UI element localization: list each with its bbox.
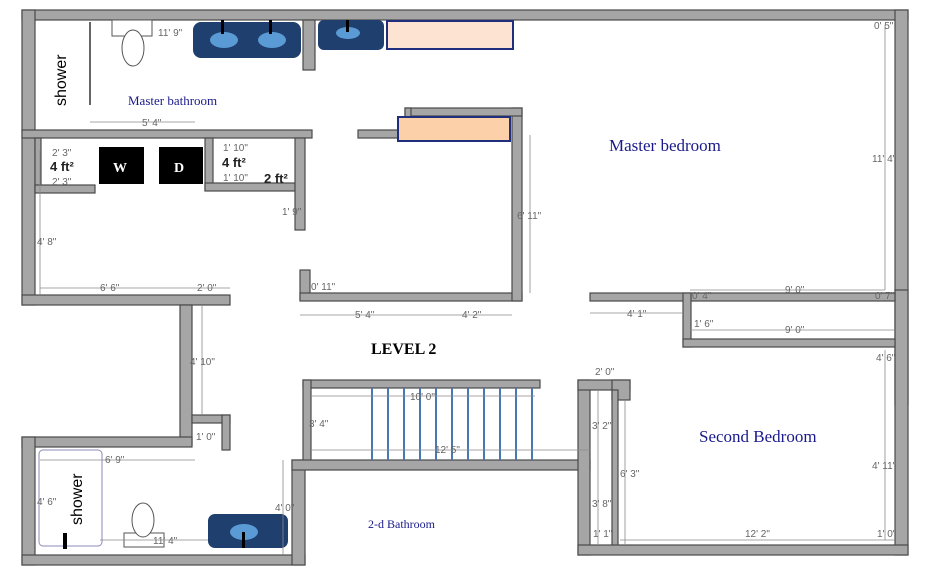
- dim-label: 1' 0": [196, 432, 216, 443]
- dim-label: 4' 8": [37, 237, 57, 248]
- dim-label: 1' 6": [694, 319, 714, 330]
- dim-label: 0' 5": [874, 21, 894, 32]
- dim-label: 1' 9": [282, 207, 302, 218]
- dim-label: 5' 4": [142, 118, 162, 129]
- dim-label: 3' 2": [592, 421, 612, 432]
- dim-label: 4' 10": [190, 357, 215, 368]
- dim-label: 2' 3": [52, 148, 72, 159]
- dim-label: 3' 4": [309, 419, 329, 430]
- sink-basin-icon: [210, 32, 238, 48]
- dim-label: 11' 9": [158, 28, 183, 39]
- dim-label: 2' 0": [197, 283, 217, 294]
- walls: [21, 9, 909, 566]
- counter: [397, 116, 511, 142]
- dim-label: 4' 2": [462, 310, 482, 321]
- dim-label: 1' 10": [223, 173, 248, 184]
- dim-label: 12' 5": [435, 445, 460, 456]
- area-label: 4 ft²: [50, 159, 75, 174]
- room-label-master-bedroom: Master bedroom: [609, 136, 721, 155]
- stairs: [371, 388, 533, 460]
- dim-label: 4' 6": [876, 353, 896, 364]
- room-label-second-bathroom: 2-d Bathroom: [368, 517, 436, 531]
- dim-label: 2' 0": [595, 367, 615, 378]
- double-vanity: [193, 22, 301, 58]
- dim-label: 11' 4": [153, 536, 178, 547]
- dim-label: 3' 8": [592, 499, 612, 510]
- toilet-icon: [121, 29, 145, 67]
- dim-label: 6' 3": [620, 469, 640, 480]
- dim-label: 4' 11": [872, 461, 897, 472]
- area-label: 2 ft²: [264, 171, 289, 186]
- dim-label: 12' 2": [745, 529, 770, 540]
- dimension-lines: [39, 25, 895, 555]
- area-labels: 4 ft² 4 ft² 2 ft²: [50, 155, 289, 186]
- counter: [386, 20, 514, 50]
- dim-label: 2' 3": [52, 177, 72, 188]
- dim-label: 6' 11": [517, 211, 542, 222]
- fixtures: [38, 19, 533, 549]
- dim-label: 0' 11": [311, 282, 336, 293]
- dim-label: 6' 6": [100, 283, 120, 294]
- toilet-icon: [131, 502, 155, 538]
- dim-label: 6' 9": [105, 455, 125, 466]
- dim-label: 11' 4": [872, 154, 897, 165]
- dim-label: 1' 1": [593, 529, 613, 540]
- dim-label: 0' 7": [875, 291, 895, 302]
- dim-label: 9' 0": [785, 325, 805, 336]
- dryer: [159, 147, 203, 184]
- dim-label: 10' 0": [410, 392, 435, 403]
- dim-label: 4' 6": [37, 497, 57, 508]
- dim-label: 4' 0": [275, 503, 295, 514]
- sink-basin-icon: [258, 32, 286, 48]
- room-label-master-bathroom: Master bathroom: [128, 93, 217, 108]
- dryer-label: D: [174, 161, 184, 176]
- dimension-labels: 11' 9" 5' 4" 4' 8" 6' 6" 2' 0" 1' 9" 0' …: [37, 21, 897, 547]
- dim-label: 0' 4": [692, 291, 712, 302]
- shower-label: shower: [69, 473, 86, 525]
- washer-label: W: [113, 161, 127, 176]
- shower-tray: [38, 449, 103, 547]
- level-title: LEVEL 2: [371, 341, 436, 358]
- dim-label: 9' 0": [785, 285, 805, 296]
- dim-label: 1' 0": [877, 529, 897, 540]
- dim-label: 4' 1": [627, 309, 647, 320]
- shower-label: shower: [53, 54, 70, 106]
- washer: [99, 147, 144, 184]
- area-label: 4 ft²: [222, 155, 247, 170]
- sink-basin-icon: [336, 27, 360, 39]
- dim-label: 5' 4": [355, 310, 375, 321]
- room-label-second-bedroom: Second Bedroom: [699, 427, 817, 446]
- dim-label: 1' 10": [223, 143, 248, 154]
